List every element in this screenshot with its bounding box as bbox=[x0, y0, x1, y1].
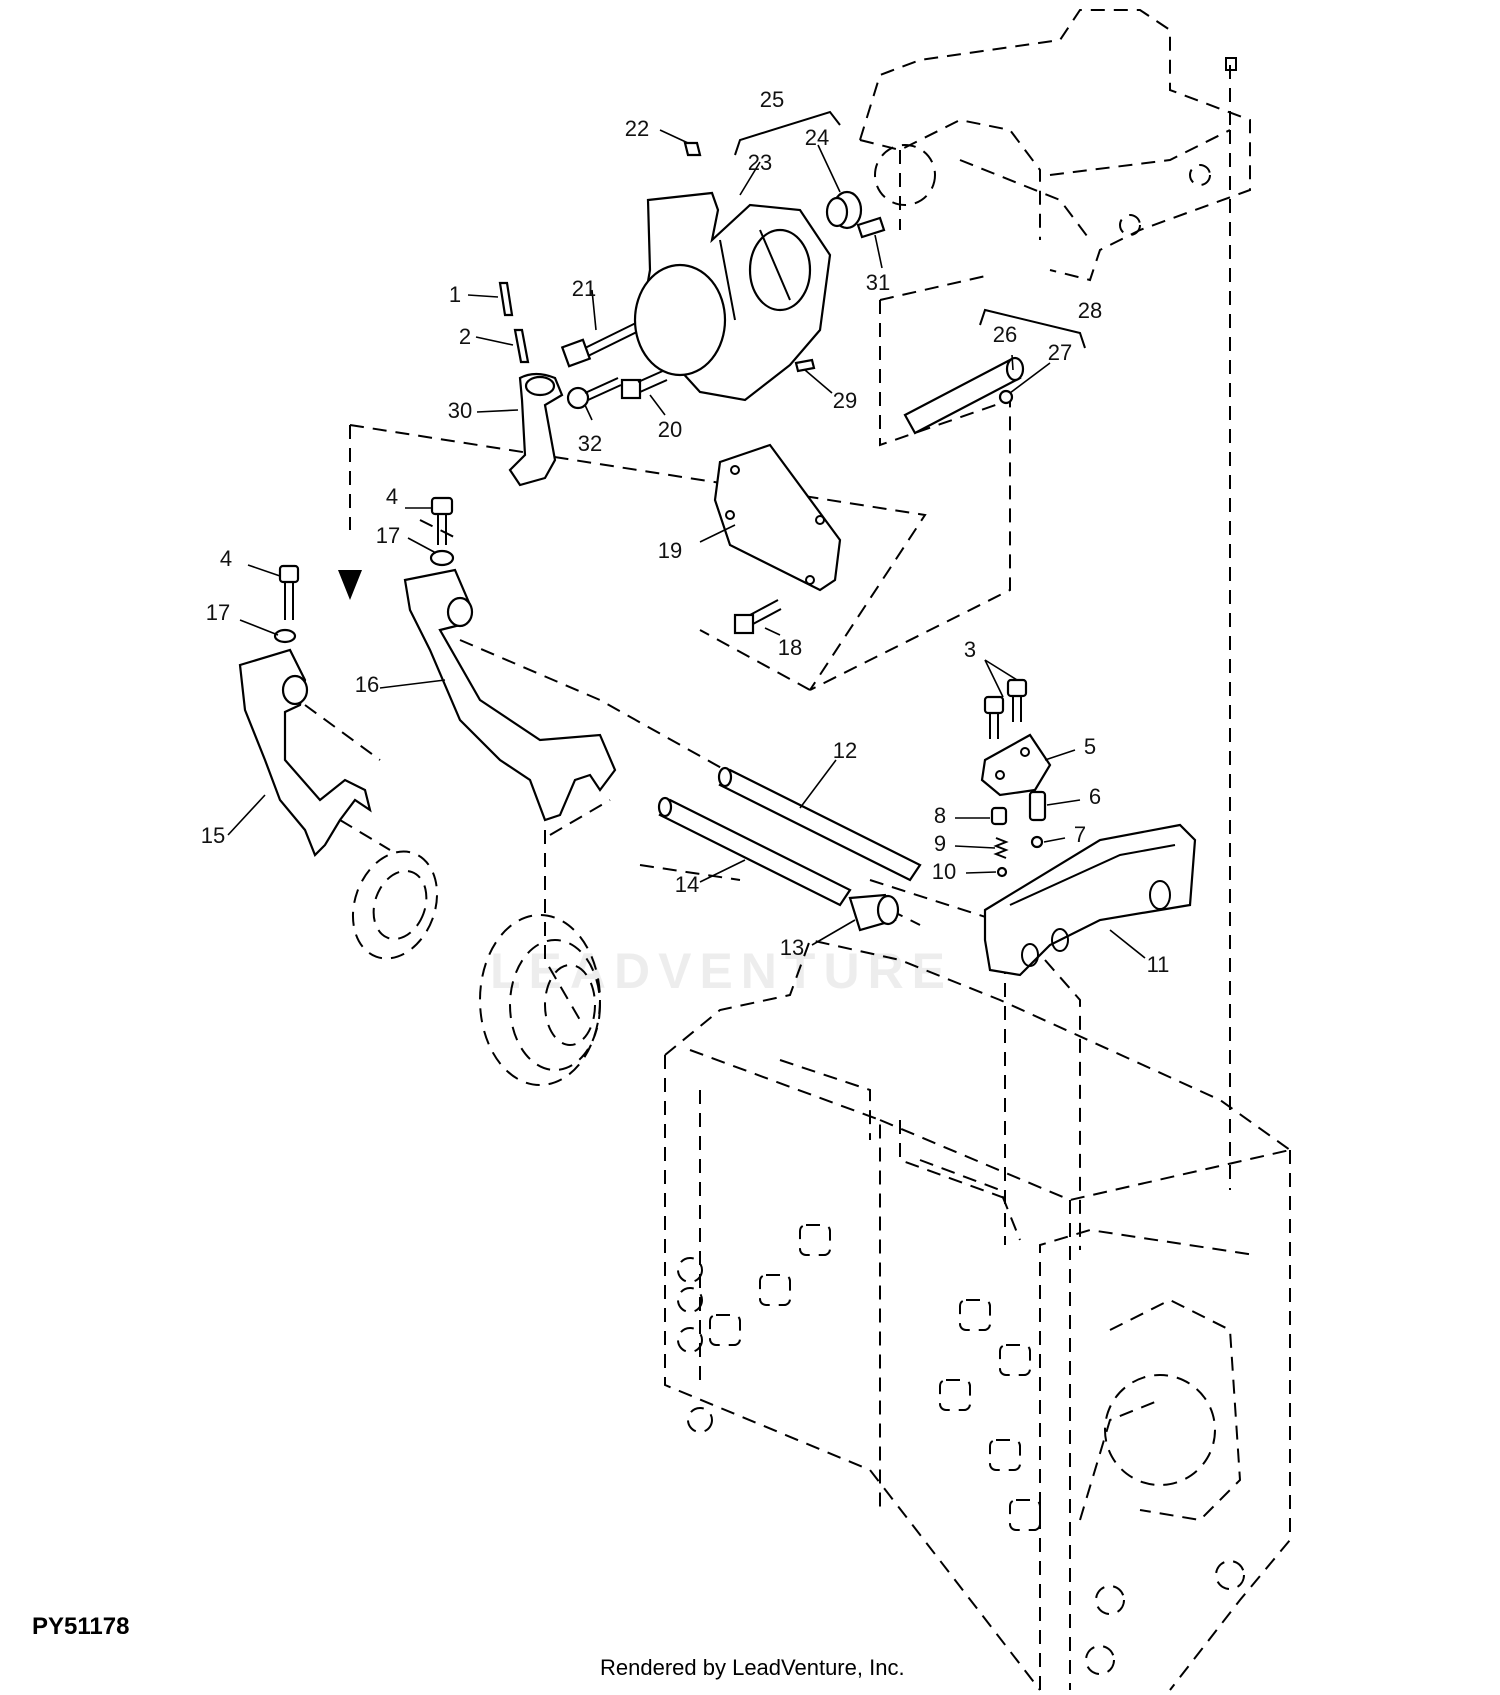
callout-22: 22 bbox=[625, 116, 649, 141]
callout-7: 7 bbox=[1074, 822, 1086, 847]
callout-14: 14 bbox=[675, 872, 699, 897]
part-20-screw bbox=[620, 369, 668, 400]
callout-17-center: 17 bbox=[376, 523, 400, 548]
part-3-screws bbox=[983, 678, 1028, 739]
part-8-plunger bbox=[990, 806, 1008, 826]
part-19-cover bbox=[713, 443, 842, 592]
alignment-lines bbox=[304, 274, 1081, 1250]
callout-32: 32 bbox=[578, 431, 602, 456]
callout-10: 10 bbox=[932, 859, 956, 884]
watermark: LEADVENTURE bbox=[490, 943, 954, 999]
part-22-pin bbox=[683, 141, 702, 157]
callout-25: 25 bbox=[760, 87, 784, 112]
callout-8: 8 bbox=[934, 803, 946, 828]
callout-1: 1 bbox=[449, 282, 461, 307]
callout-13: 13 bbox=[780, 935, 804, 960]
transmission-housing bbox=[664, 938, 1291, 1691]
part-24-bushing bbox=[825, 190, 863, 230]
part-11-rail-housing bbox=[983, 823, 1197, 977]
callout-30: 30 bbox=[448, 398, 472, 423]
part-5-plate bbox=[980, 733, 1052, 797]
callout-5: 5 bbox=[1084, 734, 1096, 759]
down-arrow bbox=[338, 570, 362, 600]
render-credit: Rendered by LeadVenture, Inc. bbox=[600, 1655, 905, 1680]
gear-center bbox=[479, 914, 601, 1086]
part-27-ball bbox=[998, 389, 1014, 405]
leader-lines bbox=[227, 129, 1146, 959]
callout-19: 19 bbox=[658, 538, 682, 563]
part-12-rod bbox=[717, 766, 922, 882]
gear-left bbox=[351, 850, 439, 960]
callout-21: 21 bbox=[572, 276, 596, 301]
figure-id: PY51178 bbox=[32, 1613, 130, 1640]
part-29-key bbox=[794, 358, 816, 373]
part-21-screw bbox=[560, 319, 646, 368]
part-14-rod bbox=[657, 796, 852, 907]
callout-2: 2 bbox=[459, 324, 471, 349]
callout-labels: 1 2 3 4 4 5 6 7 8 9 10 11 12 13 14 15 16… bbox=[201, 87, 1170, 977]
callout-26: 26 bbox=[993, 322, 1017, 347]
callout-6: 6 bbox=[1089, 784, 1101, 809]
part-4-bolt-center bbox=[430, 496, 454, 545]
callout-20: 20 bbox=[658, 417, 682, 442]
callout-4-left: 4 bbox=[220, 546, 232, 571]
callout-31: 31 bbox=[866, 270, 890, 295]
callout-28: 28 bbox=[1078, 298, 1102, 323]
part-13-sleeve bbox=[848, 893, 900, 932]
callout-15: 15 bbox=[201, 823, 225, 848]
bracket-25 bbox=[734, 110, 841, 156]
callout-11: 11 bbox=[1147, 952, 1170, 977]
callout-4-center: 4 bbox=[386, 484, 398, 509]
part-4-bolt-left bbox=[278, 564, 300, 620]
part-17-washer-center bbox=[429, 549, 455, 567]
part-17-washer-left bbox=[273, 628, 297, 644]
part-18-screw bbox=[733, 599, 782, 635]
callout-9: 9 bbox=[934, 831, 946, 856]
callout-18: 18 bbox=[778, 635, 802, 660]
callout-23: 23 bbox=[748, 150, 772, 175]
part-30-lever bbox=[508, 372, 564, 487]
part-26-shaft bbox=[903, 356, 1025, 435]
callout-17-left: 17 bbox=[206, 600, 230, 625]
callout-16: 16 bbox=[355, 672, 379, 697]
part-2-pin bbox=[513, 328, 530, 364]
part-31-pin bbox=[856, 216, 886, 239]
part-9-spring bbox=[993, 837, 1009, 859]
upper-housing bbox=[859, 9, 1251, 1190]
callout-3: 3 bbox=[964, 637, 976, 662]
callout-27: 27 bbox=[1048, 340, 1072, 365]
part-10-ball bbox=[996, 866, 1008, 878]
part-7-ball bbox=[1030, 835, 1044, 849]
callout-24: 24 bbox=[805, 125, 829, 150]
part-15-fork bbox=[238, 648, 372, 857]
callout-29: 29 bbox=[833, 388, 857, 413]
bracket-28 bbox=[979, 308, 1086, 349]
part-32-screw bbox=[566, 377, 622, 410]
callout-12: 12 bbox=[833, 738, 857, 763]
part-16-fork bbox=[403, 568, 617, 822]
part-6-pin bbox=[1028, 790, 1047, 822]
part-1-pin bbox=[498, 281, 514, 317]
part-23-housing bbox=[633, 191, 832, 402]
